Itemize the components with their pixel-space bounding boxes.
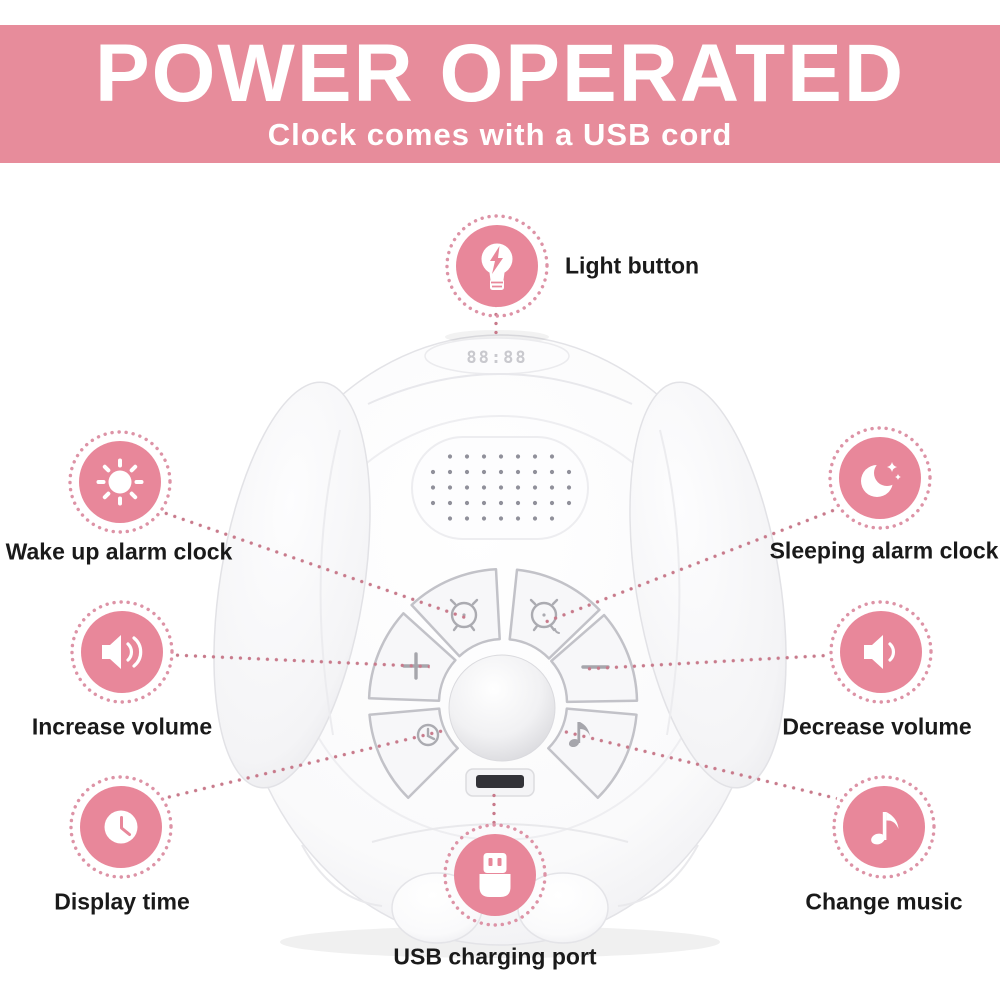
moon-stars-icon [861, 460, 901, 497]
clock-icon [104, 810, 138, 844]
time-label: Display time [54, 888, 190, 915]
base-seam [371, 823, 629, 843]
volume-down-label: Decrease volume [782, 713, 972, 740]
speaker-low-icon [864, 635, 895, 669]
sleep-label: Sleeping alarm clock [769, 537, 999, 564]
volume-plus-button [367, 612, 457, 703]
wake-badge [65, 427, 175, 537]
music-note-icon [871, 812, 899, 845]
volume-minus-button [550, 613, 639, 704]
right-ear [629, 381, 787, 789]
segment-display: 88:88 [466, 348, 527, 368]
usb-plug-icon [479, 853, 511, 897]
volume-down-badge [826, 597, 936, 707]
usb-badge [440, 820, 550, 930]
head-seam [367, 373, 633, 405]
left-ear [213, 381, 371, 789]
light-label: Light button [565, 252, 700, 279]
banner-subtitle: Clock comes with a USB cord [267, 117, 733, 152]
center-dome [448, 654, 556, 762]
usb-label: USB charging port [393, 943, 597, 970]
right-ear-crease [659, 429, 681, 736]
sun-icon [96, 458, 144, 506]
left-paw-crease [301, 844, 383, 907]
music-badge [829, 772, 939, 882]
wake-label: Wake up alarm clock [5, 538, 233, 565]
speaker-loud-icon [102, 635, 143, 669]
music-label: Change music [805, 888, 963, 915]
sleep-badge [825, 423, 935, 533]
speaker-holes [424, 450, 576, 527]
volume-up-label: Increase volume [31, 713, 213, 740]
time-badge [66, 772, 176, 882]
volume-up-badge [67, 597, 177, 707]
light-button-badge [442, 211, 552, 321]
usb-port [476, 775, 524, 788]
left-ear-crease [319, 429, 341, 736]
banner-title: POWER OPERATED [94, 28, 906, 119]
sleep-alarm-button [508, 568, 601, 660]
banner: POWER OPERATED Clock comes with a USB co… [0, 25, 1000, 163]
lightbulb-flash-icon [481, 243, 513, 290]
right-paw-crease [617, 844, 699, 907]
